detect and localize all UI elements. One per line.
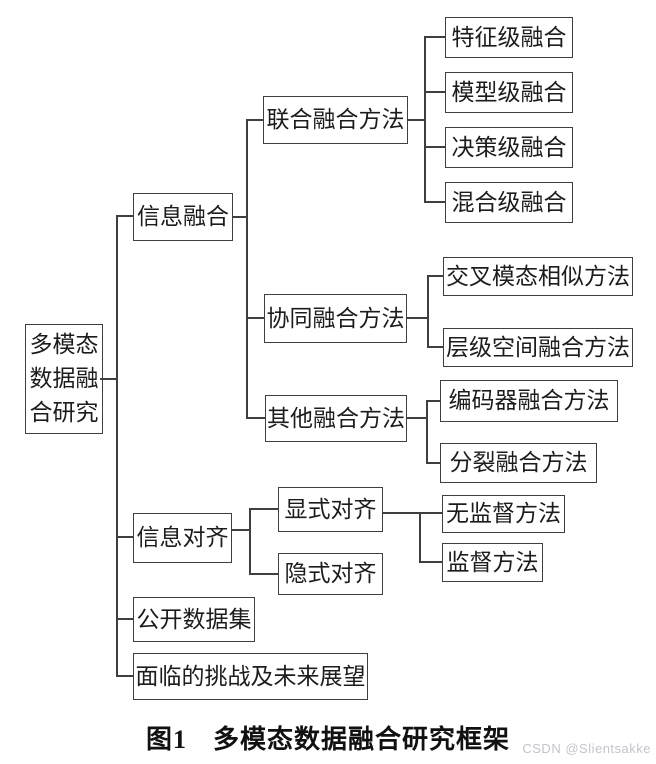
connector-line bbox=[116, 215, 133, 217]
connector-line bbox=[233, 216, 248, 218]
connector-line bbox=[116, 675, 133, 677]
connector-line bbox=[246, 317, 264, 319]
node-decision-level: 决策级融合 bbox=[445, 127, 573, 168]
connector-line bbox=[424, 91, 445, 93]
node-info-fusion-label: 信息融合 bbox=[137, 204, 229, 229]
connector-line bbox=[426, 400, 428, 464]
node-info-align: 信息对齐 bbox=[133, 513, 232, 563]
node-hier-space: 层级空间融合方法 bbox=[443, 328, 633, 367]
node-collab-fusion-label: 协同融合方法 bbox=[266, 305, 405, 331]
figure-title: 多模态数据融合研究框架 bbox=[213, 725, 511, 754]
connector-line bbox=[427, 275, 443, 277]
node-encoder-fusion: 编码器融合方法 bbox=[440, 380, 618, 422]
figure-number: 图1 bbox=[145, 725, 187, 754]
node-other-fusion: 其他融合方法 bbox=[265, 395, 407, 442]
node-supervised: 监督方法 bbox=[442, 543, 543, 582]
node-explicit-align: 显式对齐 bbox=[278, 487, 383, 532]
node-model-level-label: 模型级融合 bbox=[451, 79, 567, 105]
node-public-datasets: 公开数据集 bbox=[133, 597, 255, 642]
node-hybrid-level: 混合级融合 bbox=[445, 182, 573, 223]
node-cross-modal-sim-label: 交叉模态相似方法 bbox=[446, 263, 630, 289]
node-joint-fusion-label: 联合融合方法 bbox=[266, 107, 405, 132]
connector-line bbox=[424, 36, 445, 38]
node-explicit-align-label: 显式对齐 bbox=[284, 496, 377, 522]
figure-caption: 图1 多模态数据融合研究框架 bbox=[0, 719, 656, 756]
node-unsupervised: 无监督方法 bbox=[442, 495, 565, 533]
node-split-fusion-label: 分裂融合方法 bbox=[449, 450, 588, 475]
node-hybrid-level-label: 混合级融合 bbox=[451, 189, 567, 215]
connector-line bbox=[246, 119, 263, 121]
connector-line bbox=[116, 618, 133, 620]
node-collab-fusion: 协同融合方法 bbox=[264, 294, 407, 343]
connector-line bbox=[427, 346, 443, 348]
connector-line bbox=[116, 215, 118, 677]
connector-line bbox=[249, 508, 278, 510]
connector-line bbox=[427, 275, 429, 348]
node-decision-level-label: 决策级融合 bbox=[451, 134, 567, 160]
connector-line bbox=[419, 561, 442, 563]
connector-line bbox=[426, 400, 440, 402]
node-unsupervised-label: 无监督方法 bbox=[446, 501, 561, 526]
node-feature-level: 特征级融合 bbox=[445, 17, 573, 58]
connector-line bbox=[249, 508, 251, 575]
node-public-datasets-label: 公开数据集 bbox=[136, 606, 252, 632]
node-split-fusion: 分裂融合方法 bbox=[440, 443, 597, 483]
node-encoder-fusion-label: 编码器融合方法 bbox=[448, 388, 610, 413]
connector-line bbox=[408, 119, 426, 121]
node-supervised-label: 监督方法 bbox=[446, 549, 539, 575]
node-cross-modal-sim: 交叉模态相似方法 bbox=[443, 257, 633, 296]
node-implicit-align-label: 隐式对齐 bbox=[284, 561, 377, 586]
node-model-level: 模型级融合 bbox=[445, 72, 573, 113]
connector-line bbox=[116, 536, 133, 538]
connector-line bbox=[232, 529, 251, 531]
node-root: 多模态数据融合研究 bbox=[25, 324, 103, 434]
connector-line bbox=[424, 146, 445, 148]
node-hier-space-label: 层级空间融合方法 bbox=[446, 334, 630, 360]
node-challenges: 面临的挑战及未来展望 bbox=[133, 653, 368, 700]
connector-line bbox=[426, 462, 440, 464]
connector-line bbox=[246, 119, 248, 419]
connector-line bbox=[419, 512, 421, 563]
node-other-fusion-label: 其他融合方法 bbox=[267, 405, 405, 431]
node-joint-fusion: 联合融合方法 bbox=[263, 96, 408, 144]
watermark: CSDN @Slientsakke bbox=[522, 741, 651, 756]
connector-line bbox=[407, 317, 429, 319]
connector-line bbox=[246, 417, 265, 419]
node-implicit-align: 隐式对齐 bbox=[278, 553, 383, 595]
node-root-label: 多模态数据融合研究 bbox=[29, 332, 99, 425]
node-info-align-label: 信息对齐 bbox=[136, 525, 229, 550]
node-challenges-label: 面临的挑战及未来展望 bbox=[135, 663, 366, 689]
connector-line bbox=[383, 512, 442, 514]
node-info-fusion: 信息融合 bbox=[133, 193, 233, 241]
connector-line bbox=[424, 201, 445, 203]
connector-line bbox=[249, 573, 278, 575]
connector-line bbox=[407, 417, 428, 419]
node-feature-level-label: 特征级融合 bbox=[451, 24, 567, 50]
connector-line bbox=[424, 36, 426, 203]
connector-line bbox=[100, 378, 118, 380]
